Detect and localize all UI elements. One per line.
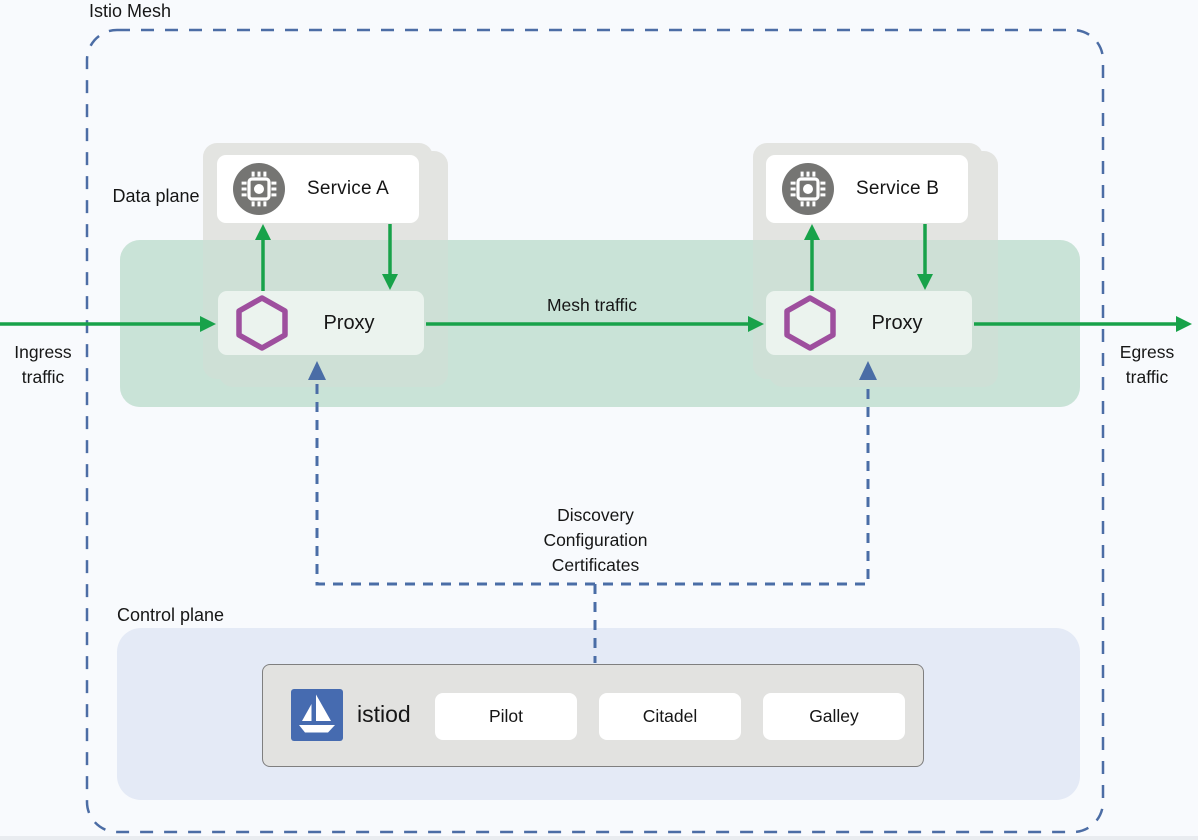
mesh-traffic-label: Mesh traffic xyxy=(546,295,638,315)
control-plane-label: Control plane xyxy=(117,605,225,625)
service-chip-icon xyxy=(782,163,834,215)
istio-logo-icon xyxy=(291,689,343,741)
galley-label: Galley xyxy=(809,706,859,726)
component-citadel: Citadel xyxy=(599,693,741,740)
envoy-hexagon-icon xyxy=(236,295,288,351)
istiod-box: istiod Pilot Citadel Galley xyxy=(262,664,924,767)
proxy-b-box: Proxy xyxy=(766,291,972,355)
page-bottom-strip xyxy=(0,836,1198,840)
service-a-name: Service A xyxy=(307,178,390,199)
service-b-box: Service B xyxy=(766,155,968,223)
egress-traffic-label: Egress traffic xyxy=(1119,342,1175,387)
component-pilot: Pilot xyxy=(435,693,577,740)
data-plane-label: Data plane xyxy=(112,186,200,206)
service-b-name: Service B xyxy=(856,178,940,199)
service-chip-icon xyxy=(233,163,285,215)
envoy-hexagon-icon xyxy=(784,295,836,351)
ingress-traffic-label: Ingress traffic xyxy=(14,342,72,387)
proxy-a-label: Proxy xyxy=(323,311,375,334)
egress-arrowhead-icon xyxy=(1176,316,1192,332)
pilot-label: Pilot xyxy=(488,706,524,726)
citadel-label: Citadel xyxy=(642,706,698,726)
proxy-b-label: Proxy xyxy=(871,311,923,334)
istiod-label: istiod xyxy=(357,701,411,727)
component-galley: Galley xyxy=(763,693,905,740)
istio-mesh-title: Istio Mesh xyxy=(89,1,172,21)
control-channel-label: Discovery Configuration Certificates xyxy=(543,505,648,575)
service-a-box: Service A xyxy=(217,155,419,223)
proxy-a-box: Proxy xyxy=(218,291,424,355)
